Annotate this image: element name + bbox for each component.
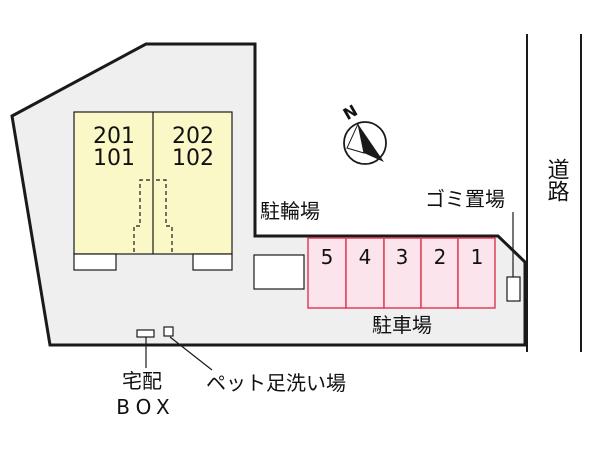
pet-wash-label: ペット足洗い場 [206,371,346,395]
unit-102-label: 102 [172,146,214,171]
parking-space-number: 4 [359,245,372,269]
unit-101-label: 101 [93,146,135,171]
garbage-area-label: ゴミ置場 [425,187,505,211]
north-label: N [340,101,361,124]
pet-wash-leader [169,336,213,371]
road-label: 道路 [544,158,570,202]
delivery-box-label: 宅配 [122,369,162,393]
pet-wash-station [163,326,174,337]
delivery-box-label-box: BOX [116,395,176,419]
parking-space-number: 5 [321,245,334,269]
parking-space [457,237,496,309]
parking-space-number: 2 [434,245,447,269]
parking-area: 5 4 3 2 1 [307,237,496,309]
parking-space-number: 3 [396,245,409,269]
bicycle-parking-label: 駐輪場 [260,199,320,223]
unit-202-label: 202 [172,124,214,149]
stair-outline-left [133,179,150,252]
parking-space-number: 1 [471,245,484,269]
north-arrow-icon: N [340,101,387,165]
entrance-box-left [73,253,117,271]
stair-outline-right [156,179,173,252]
parking-label: 駐車場 [372,313,432,337]
entrance-box-right [192,253,233,271]
delivery-box [136,329,155,338]
parking-space [420,237,459,309]
garbage-area [506,276,521,302]
unit-201-label: 201 [93,124,135,149]
bicycle-parking-area [253,254,305,290]
